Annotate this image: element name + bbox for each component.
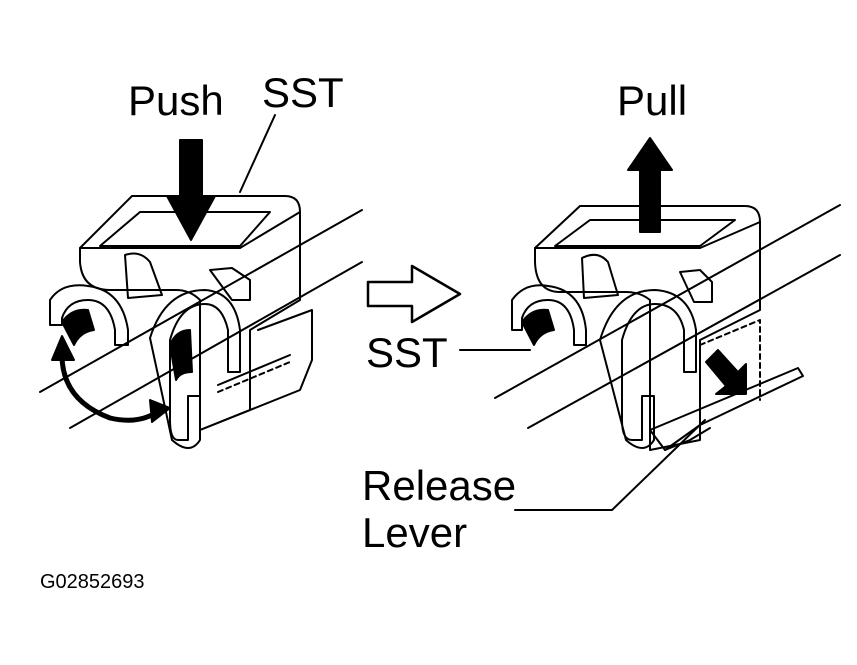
clamp-jaw-left — [49, 284, 129, 346]
sst-tool-left — [79, 195, 301, 431]
release-lever-label-line2: Lever — [362, 509, 468, 556]
push-arrow-icon — [166, 139, 216, 241]
sst-label-left: SST — [262, 69, 344, 116]
left-connector-assembly — [39, 195, 363, 449]
sst-leader-left — [239, 114, 276, 193]
push-label: Push — [128, 77, 224, 124]
lever-arrow-icon — [705, 349, 747, 395]
sst-label-right: SST — [366, 329, 448, 376]
release-lever-leader — [514, 419, 706, 511]
pull-label: Pull — [617, 77, 688, 124]
figure-code: G02852693 — [40, 571, 145, 593]
release-lever-label-line1: Release — [362, 462, 517, 509]
rotation-arrow-icon — [51, 335, 171, 423]
right-connector-assembly — [459, 204, 841, 451]
release-lever — [649, 367, 804, 451]
clamp-jaw-right — [149, 289, 241, 449]
pull-arrow-icon — [627, 137, 673, 233]
transition-arrow-icon — [366, 264, 462, 324]
